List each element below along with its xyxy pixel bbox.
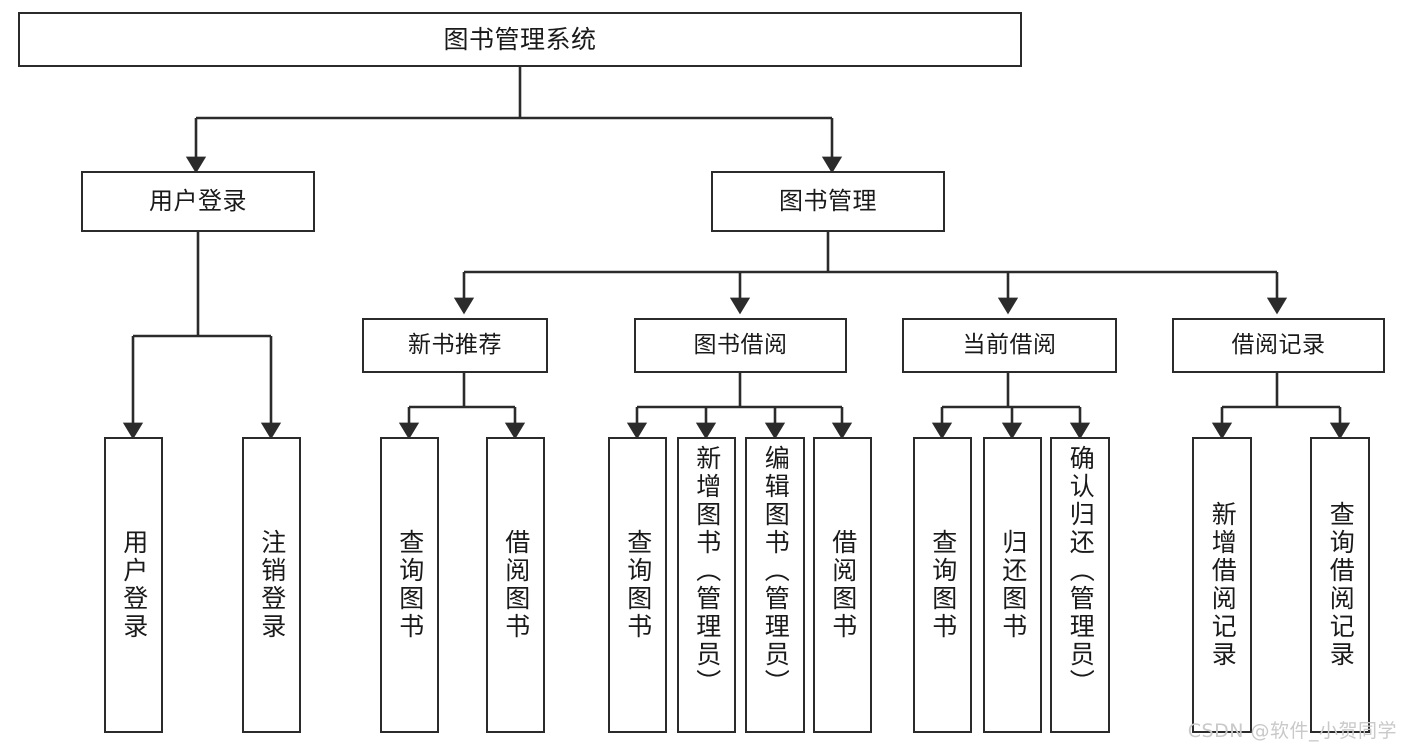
leaf-current-return-books[interactable]: 归还图书 — [983, 437, 1042, 733]
csdn-watermark: CSDN @软件_小贺同学 — [1187, 720, 1397, 742]
node-label: 用户登录 — [119, 529, 149, 641]
node-new-book-recommendation[interactable]: 新书推荐 — [362, 318, 548, 373]
node-label: 新增借阅记录 — [1208, 501, 1238, 669]
leaf-user-login-logout[interactable]: 注销登录 — [242, 437, 301, 733]
node-label: 确认归还（管理员） — [1066, 445, 1096, 697]
node-label: 图书管理系统 — [443, 24, 597, 54]
node-book-borrowing[interactable]: 图书借阅 — [634, 318, 847, 373]
node-label: 归还图书 — [998, 529, 1028, 641]
node-book-management[interactable]: 图书管理 — [711, 171, 945, 232]
leaf-borrow-add-book-admin[interactable]: 新增图书（管理员） — [677, 437, 736, 733]
leaf-current-query-books[interactable]: 查询图书 — [913, 437, 972, 733]
node-label: 查询图书 — [623, 529, 653, 641]
leaf-new-book-query-books[interactable]: 查询图书 — [380, 437, 439, 733]
leaf-borrow-query-books[interactable]: 查询图书 — [608, 437, 667, 733]
node-label: 图书借阅 — [693, 331, 788, 358]
node-borrowing-records[interactable]: 借阅记录 — [1172, 318, 1385, 373]
leaf-user-login-login[interactable]: 用户登录 — [104, 437, 163, 733]
node-label: 借阅图书 — [828, 529, 858, 641]
leaf-borrow-borrow-books[interactable]: 借阅图书 — [813, 437, 872, 733]
node-label: 新书推荐 — [408, 331, 502, 358]
leaf-record-add-borrow-record[interactable]: 新增借阅记录 — [1192, 437, 1252, 733]
node-label: 新增图书（管理员） — [692, 445, 722, 697]
node-label: 用户登录 — [149, 187, 247, 216]
leaf-new-book-borrow-books[interactable]: 借阅图书 — [486, 437, 545, 733]
leaf-current-confirm-return-admin[interactable]: 确认归还（管理员） — [1050, 437, 1110, 733]
node-label: 注销登录 — [257, 529, 287, 641]
node-root-book-management-system[interactable]: 图书管理系统 — [18, 12, 1022, 67]
node-label: 图书管理 — [779, 187, 877, 216]
node-label: 借阅记录 — [1231, 331, 1326, 358]
node-current-borrowing[interactable]: 当前借阅 — [902, 318, 1117, 373]
node-label: 当前借阅 — [962, 331, 1057, 358]
node-label: 查询图书 — [928, 529, 958, 641]
leaf-record-query-borrow-record[interactable]: 查询借阅记录 — [1310, 437, 1370, 733]
node-label: 查询借阅记录 — [1326, 501, 1356, 669]
node-label: 查询图书 — [395, 529, 425, 641]
node-user-login[interactable]: 用户登录 — [81, 171, 315, 232]
node-label: 编辑图书（管理员） — [761, 445, 791, 697]
leaf-borrow-edit-book-admin[interactable]: 编辑图书（管理员） — [745, 437, 805, 733]
node-label: 借阅图书 — [501, 529, 531, 641]
